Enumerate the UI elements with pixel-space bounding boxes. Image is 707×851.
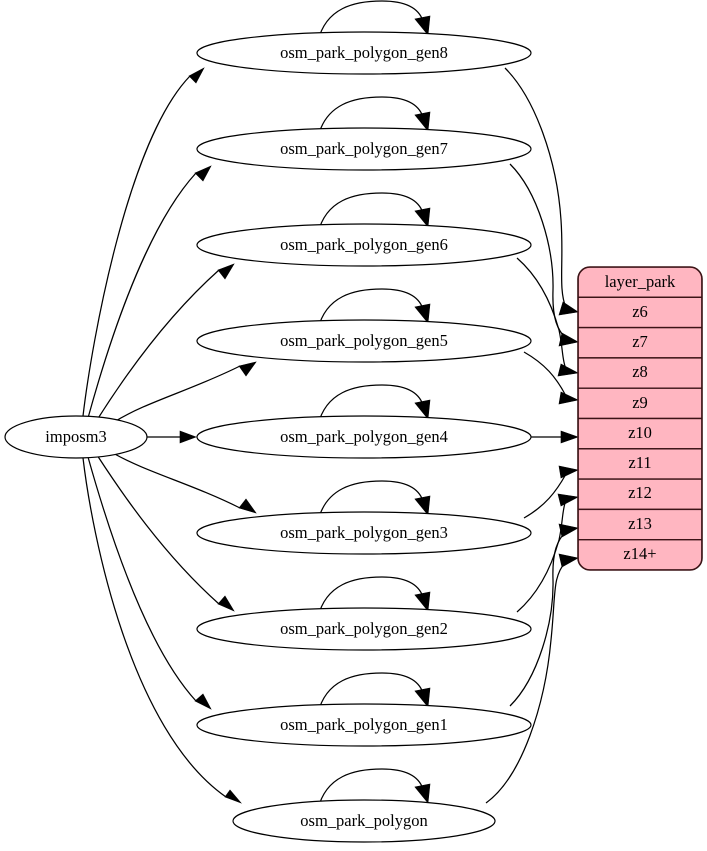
self-loop-gen6: [317, 192, 431, 234]
layer-park-label-z7: z7: [632, 332, 648, 351]
node-gen7[interactable]: osm_park_polygon_gen7: [196, 127, 532, 171]
edge-imposm3-to-gen5: [113, 361, 257, 423]
edges-self-loops: [317, 0, 431, 810]
self-loop-gen3: [317, 480, 431, 522]
edge-imposm3-to-gen3: [112, 452, 257, 514]
self-loop-gen7: [317, 96, 431, 138]
edge-imposm3-to-gen8: [82, 67, 205, 417]
node-imposm3-label: imposm3: [45, 427, 106, 446]
self-loop-gen5: [317, 288, 431, 330]
node-gen4[interactable]: osm_park_polygon_gen4: [196, 415, 532, 459]
layer-park-label-z10: z10: [628, 423, 652, 442]
edge-imposm3-to-gen4: [147, 430, 197, 444]
node-imposm3[interactable]: imposm3: [4, 415, 148, 459]
layer-park-outline: [577, 266, 703, 571]
layer-park-rows: [578, 267, 702, 570]
node-base[interactable]: osm_park_polygon: [232, 799, 496, 843]
layer-park-row-z9[interactable]: [578, 387, 702, 420]
self-loop-gen1: [317, 672, 431, 714]
node-gen3[interactable]: osm_park_polygon_gen3: [196, 511, 532, 555]
layer-park-label-z8: z8: [632, 362, 648, 381]
edge-gen2-to-z12: [516, 493, 579, 613]
node-gen1-shape[interactable]: [196, 703, 532, 747]
edge-imposm3-to-gen2: [96, 454, 235, 612]
layer-park-row-z7[interactable]: [578, 326, 702, 359]
node-gen6-shape[interactable]: [196, 223, 532, 267]
layer-park-table[interactable]: layer_park z6 z7 z8 z9 z10 z11 z12 z13 z…: [577, 266, 703, 571]
node-gen6[interactable]: osm_park_polygon_gen6: [196, 223, 532, 267]
node-gen6-label: osm_park_polygon_gen6: [280, 235, 448, 254]
edge-gen3-to-z11: [523, 465, 579, 519]
node-gen2-label: osm_park_polygon_gen2: [280, 619, 448, 638]
edge-imposm3-to-base: [82, 457, 242, 804]
node-gen3-label: osm_park_polygon_gen3: [280, 523, 448, 542]
node-gen2[interactable]: osm_park_polygon_gen2: [196, 607, 532, 651]
edge-imposm3-to-gen7: [87, 165, 212, 419]
node-gen8[interactable]: osm_park_polygon_gen8: [196, 31, 532, 75]
node-gen1-label: osm_park_polygon_gen1: [280, 715, 448, 734]
node-gen2-shape[interactable]: [196, 607, 532, 651]
node-gen4-shape[interactable]: [196, 415, 532, 459]
node-gen4-label: osm_park_polygon_gen4: [280, 427, 448, 446]
layer-park-label-z9: z9: [632, 393, 648, 412]
layer-park-label-z12: z12: [628, 483, 652, 502]
edge-imposm3-to-gen6: [96, 263, 235, 421]
edge-gen5-to-z9: [523, 351, 579, 405]
layer-park-header-label: layer_park: [605, 272, 676, 291]
layer-park-label-z11: z11: [628, 453, 651, 472]
layer-park-label-z6: z6: [632, 302, 648, 321]
node-gen5-label: osm_park_polygon_gen5: [280, 331, 448, 350]
node-base-shape[interactable]: [232, 799, 496, 843]
node-gen5[interactable]: osm_park_polygon_gen5: [196, 319, 532, 363]
edges-source-to-process: [82, 67, 257, 804]
node-gen8-shape[interactable]: [196, 31, 532, 75]
node-gen5-shape[interactable]: [196, 319, 532, 363]
node-gen1[interactable]: osm_park_polygon_gen1: [196, 703, 532, 747]
self-loop-gen4: [317, 384, 431, 426]
layer-park-row-z12[interactable]: [578, 478, 702, 511]
edges-process-to-layer: [485, 67, 579, 804]
layer-park-row-z13[interactable]: [578, 508, 702, 541]
node-gen8-label: osm_park_polygon_gen8: [280, 43, 448, 62]
node-base-label: osm_park_polygon: [300, 811, 427, 830]
edge-gen4-to-z10: [531, 430, 579, 444]
self-loop-base: [317, 768, 431, 810]
layer-park-row-z8[interactable]: [578, 357, 702, 389]
node-gen3-shape[interactable]: [196, 511, 532, 555]
edge-gen7-to-z7: [509, 163, 579, 347]
edge-base-to-z14plus: [485, 553, 579, 804]
edge-imposm3-to-gen1: [87, 456, 212, 710]
layer-park-label-z13: z13: [628, 514, 652, 533]
edge-gen8-to-z6: [504, 67, 579, 316]
edge-gen6-to-z8: [516, 257, 579, 377]
node-imposm3-shape[interactable]: [4, 415, 148, 459]
layer-park-row-z14plus[interactable]: [578, 539, 702, 570]
self-loop-gen2: [317, 576, 431, 618]
node-gen7-label: osm_park_polygon_gen7: [280, 139, 448, 158]
layer-park-label-z14plus: z14+: [623, 544, 656, 563]
edge-gen1-to-z13: [509, 523, 579, 707]
self-loop-gen8: [317, 0, 431, 42]
node-gen7-shape[interactable]: [196, 127, 532, 171]
